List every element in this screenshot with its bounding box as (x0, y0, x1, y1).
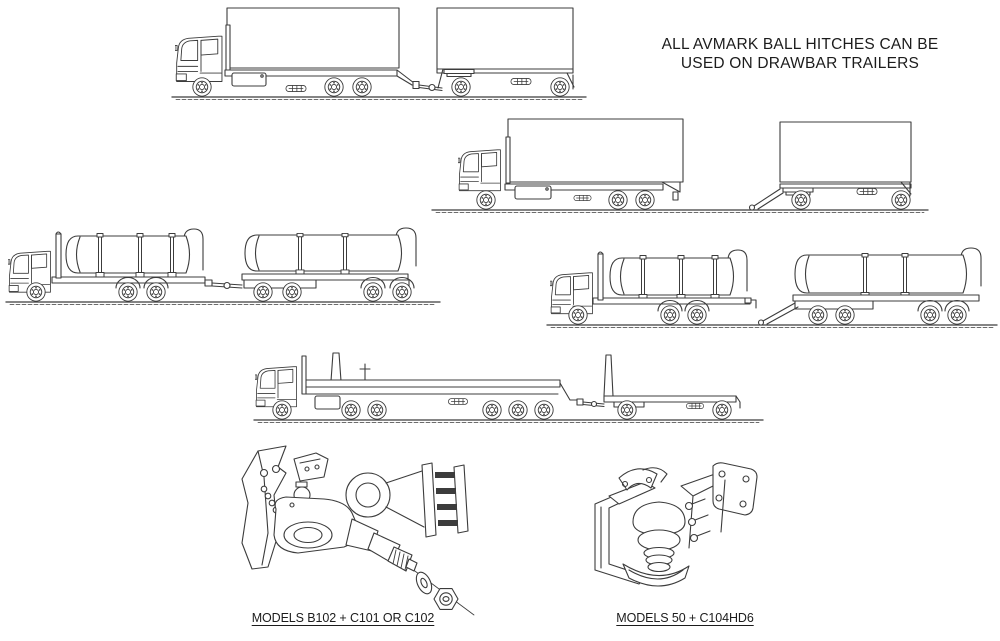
truck (458, 118, 684, 210)
hex-nut (433, 588, 459, 610)
trailer (241, 227, 417, 302)
mount-bolts (684, 498, 711, 543)
ball-coupling-body (273, 452, 359, 554)
ground-line (5, 301, 441, 305)
figure-tanker-truck-and-unhitched-tank-trailer (545, 240, 1000, 332)
figure-box-truck-towing-drawbar-box-trailer (170, 5, 588, 100)
figure-ball-hitch-assembly-50-c104hd6 (585, 452, 770, 607)
drawbar-lowered (748, 188, 784, 211)
trailer (436, 7, 575, 97)
drawbar-lowered (757, 302, 799, 326)
washer (415, 571, 433, 595)
truck (175, 7, 420, 97)
drawbar (211, 281, 243, 290)
ground-line (253, 419, 764, 423)
caption-models-b102-c101-c102: MODELS B102 + C101 OR C102 (251, 611, 435, 625)
ball-coupling (622, 501, 690, 587)
note-text: ALL AVMARK BALL HITCHES CAN BE USED ON D… (630, 36, 970, 73)
figure-tanker-truck-towing-tank-trailer (0, 222, 448, 310)
note-line-1: ALL AVMARK BALL HITCHES CAN BE (661, 36, 939, 53)
flange-plate (680, 462, 758, 549)
figure-ball-hitch-exploded-b102-c101-c102 (228, 443, 476, 619)
caption-models-50-c104hd6: MODELS 50 + C104HD6 (616, 611, 754, 625)
flange-bolts (435, 472, 458, 526)
truck (8, 228, 213, 302)
note-line-2: USED ON DRAWBAR TRAILERS (680, 54, 920, 72)
trailer (757, 247, 982, 326)
release-lever (618, 467, 668, 491)
truck (550, 249, 757, 325)
ground-line (546, 324, 998, 328)
figure-box-truck-and-unhitched-box-trailer (430, 110, 930, 215)
ground-line (171, 96, 587, 100)
trailer (603, 354, 741, 420)
channel-bracket (594, 481, 656, 585)
trailer (748, 121, 912, 211)
figure-flatbed-truck-towing-flat-trailer (248, 350, 778, 425)
ground-line (431, 209, 929, 213)
drawbar (582, 400, 605, 408)
truck (255, 352, 584, 420)
towing-eye-and-flange (345, 462, 469, 538)
threaded-shank (345, 518, 418, 572)
